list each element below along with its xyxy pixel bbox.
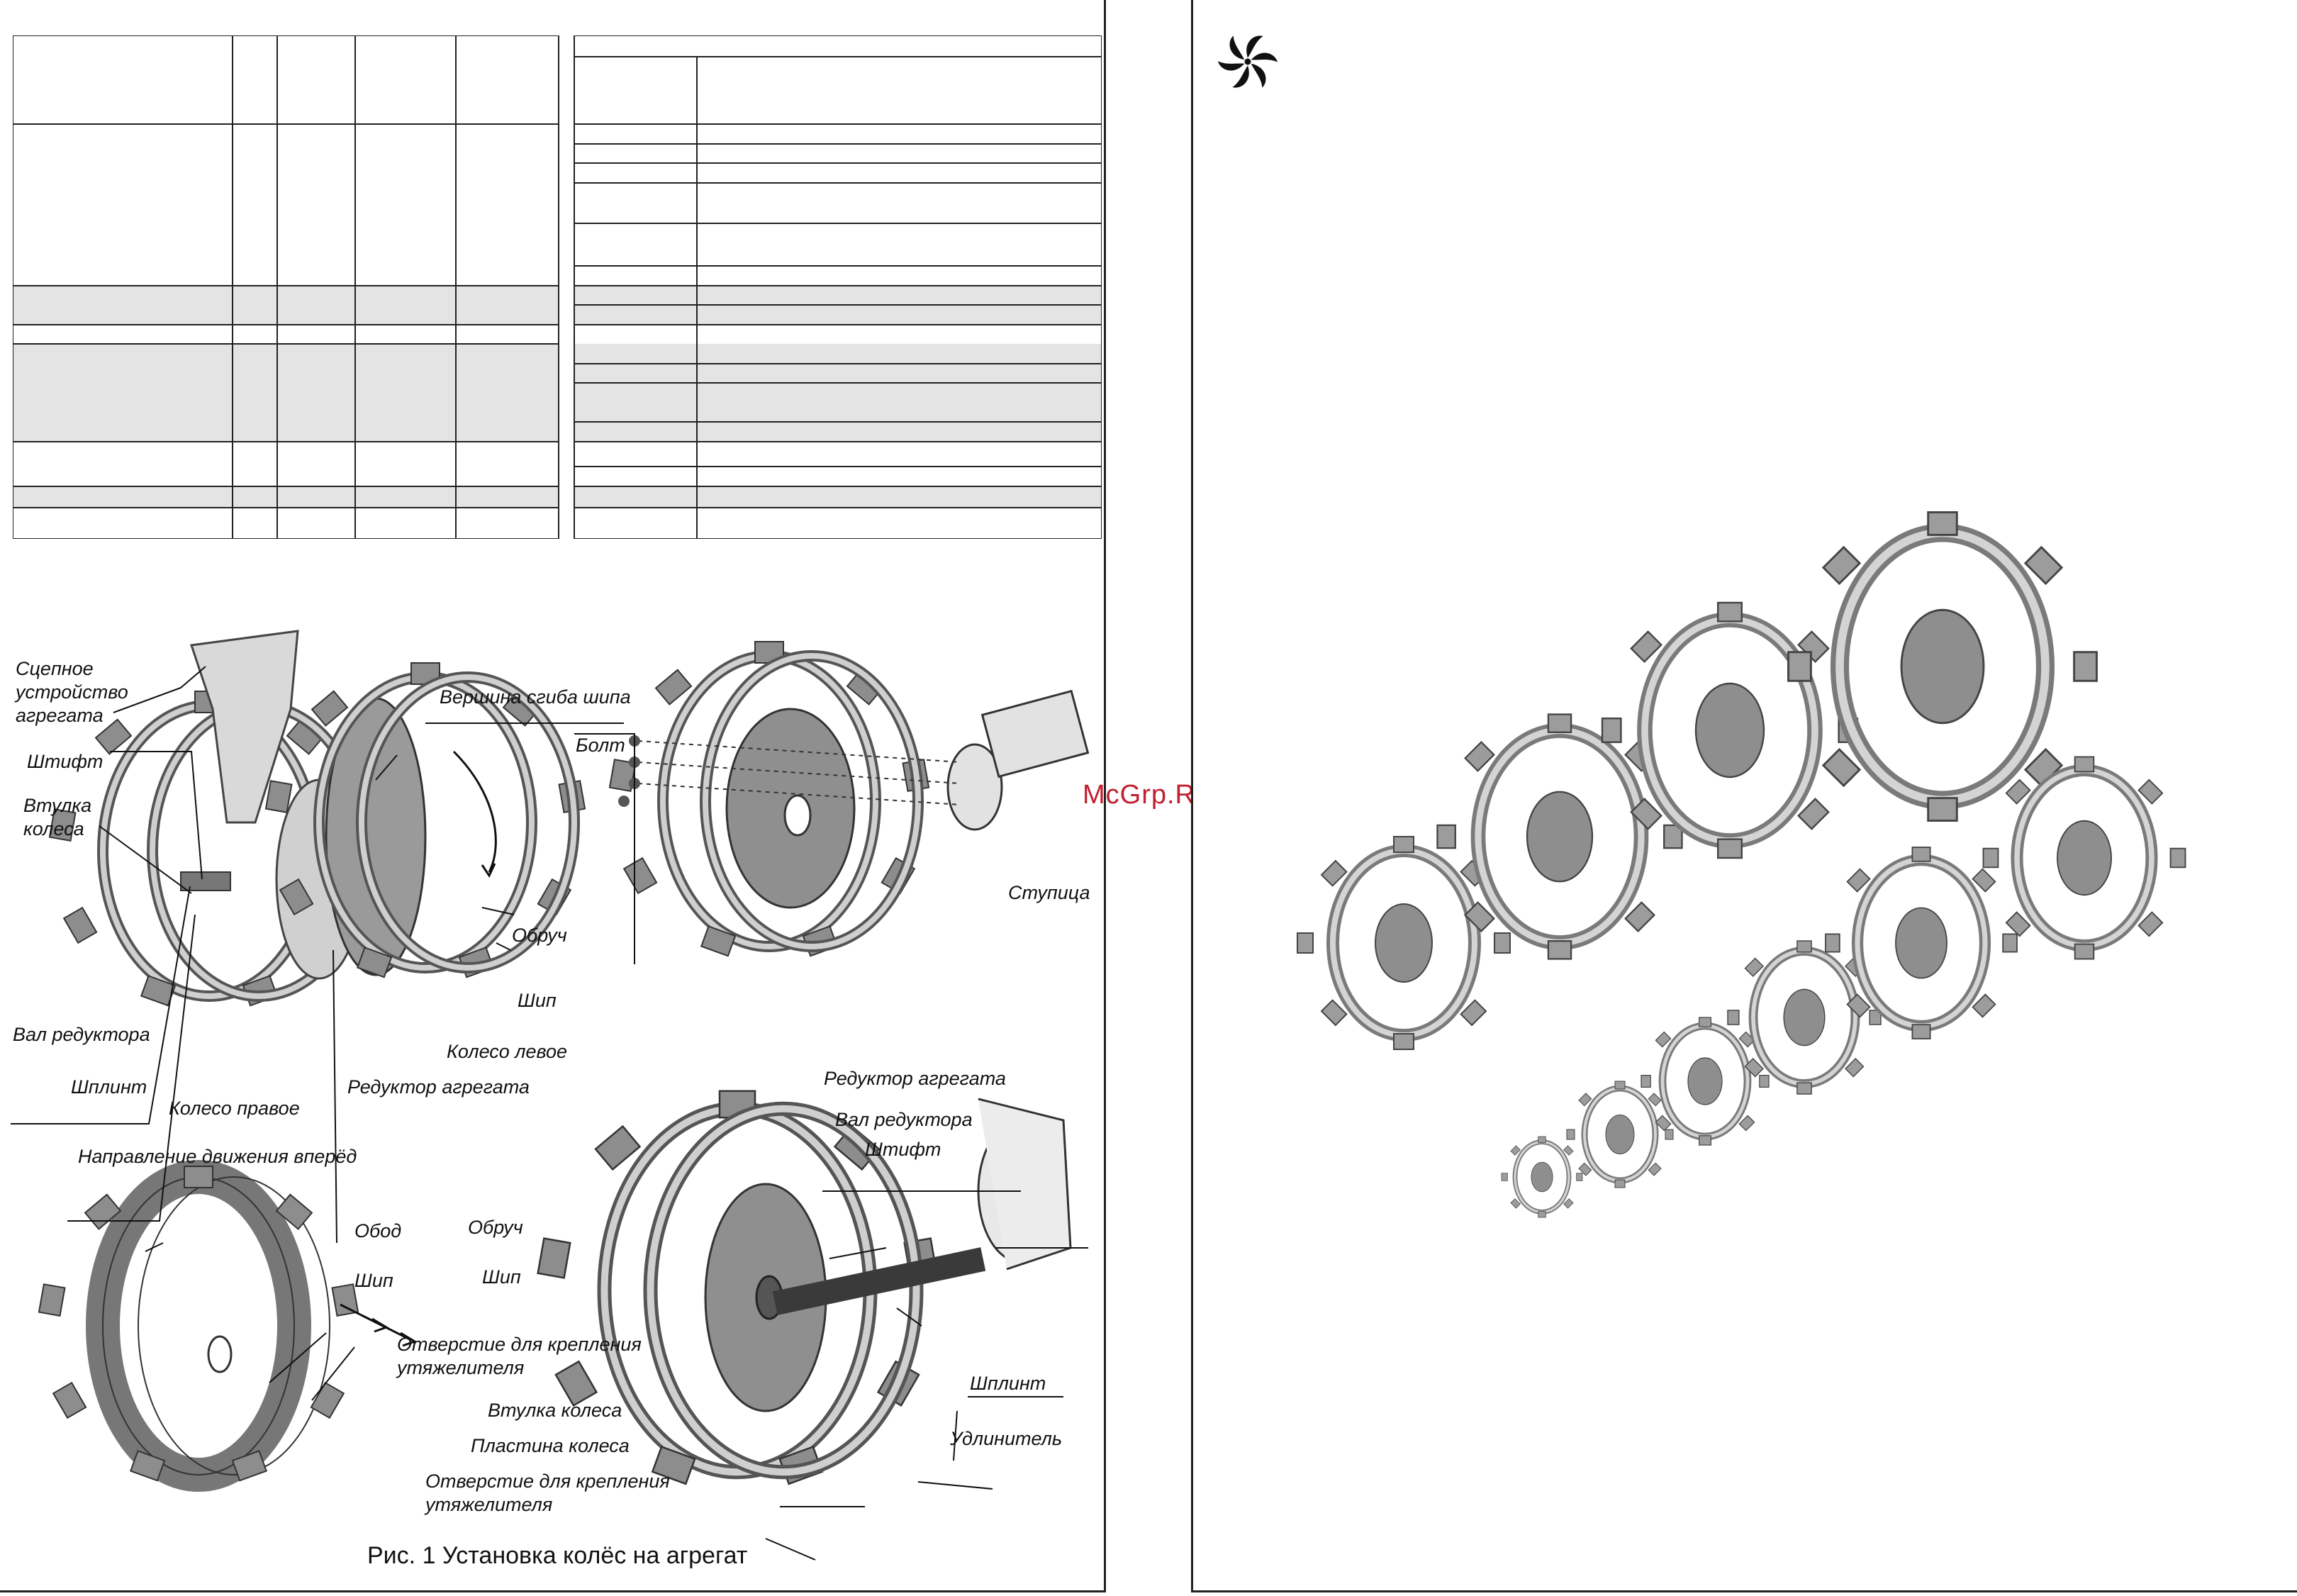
table-row (13, 286, 559, 325)
hub-mount-illustration (608, 641, 1090, 957)
label-bolt: Болт (576, 735, 625, 756)
lineup-wheel (1984, 757, 2186, 959)
spec-table (13, 35, 1102, 539)
lineup-wheel (1789, 513, 2097, 821)
label-wheel-right: Колесо правое (169, 1098, 300, 1119)
label-weight-hole-2a: Отверстие для крепления (425, 1471, 670, 1492)
label-hub-sleeve-top-1: Втулка (23, 795, 91, 816)
label-weight-hole-1a: Отверстие для крепления (397, 1334, 642, 1355)
table-row (13, 486, 559, 508)
wheel-assembly-figure: Сцепное устройство агрегата Штифт Втулка… (0, 610, 1106, 1592)
label-gearbox-bottom: Редуктор агрегата (824, 1068, 1006, 1089)
label-gear-shaft-top: Вал редуктора (13, 1024, 150, 1045)
label-lug-top-bend: Вершина сгиба шипа (440, 686, 631, 708)
label-extension: Удлинитель (949, 1428, 1062, 1449)
lineup-wheel (1641, 1017, 1769, 1145)
label-lug-rim: Шип (354, 1270, 393, 1291)
right-page (1191, 0, 2297, 1592)
label-hoop-bottom: Обруч (468, 1217, 523, 1238)
label-hub-sleeve-bottom: Втулка колеса (488, 1400, 622, 1421)
label-wheel-left: Колесо левое (447, 1041, 567, 1062)
watermark: McGrp.Ru (1083, 780, 1212, 810)
wheel-lineup-illustration (1191, 454, 2297, 1276)
rim-wheel-illustration (38, 1160, 359, 1492)
lineup-wheel (1567, 1081, 1673, 1188)
lineup-wheel (1826, 847, 2017, 1039)
label-pin-top: Штифт (27, 751, 103, 772)
mounted-wheels-illustration (48, 630, 586, 1007)
table-row (574, 486, 1102, 508)
assembly-drawing (11, 630, 1090, 1561)
label-gear-shaft-bottom: Вал редуктора (835, 1109, 973, 1130)
table-row (574, 344, 1102, 442)
table-row (13, 344, 559, 442)
label-lug-bottom: Шип (482, 1266, 521, 1288)
label-direction: Направление движения вперёд (78, 1146, 357, 1167)
label-hub-sleeve-top-2: колеса (23, 818, 84, 839)
label-lug-top: Шип (518, 990, 557, 1011)
left-page: Сцепное устройство агрегата Штифт Втулка… (0, 0, 1106, 1592)
label-rim: Обод (354, 1220, 401, 1241)
label-wheel-plate: Пластина колеса (471, 1435, 630, 1456)
spec-table-grid (13, 35, 1102, 539)
label-hub: Ступица (1008, 882, 1090, 903)
lineup-wheel (1602, 603, 1857, 858)
figure-labels: Сцепное устройство агрегата Штифт Втулка… (13, 658, 1090, 1569)
label-hitch-1: Сцепное (16, 658, 94, 679)
figure-caption: Рис. 1 Установка колёс на агрегат (367, 1542, 747, 1569)
label-cotter-bottom: Шплинт (970, 1373, 1046, 1394)
label-gearbox-top: Редуктор агрегата (347, 1076, 530, 1098)
label-weight-hole-1b: утяжелителя (396, 1357, 524, 1378)
lineup-wheel (1502, 1137, 1582, 1217)
label-hitch-3: агрегата (16, 705, 104, 726)
label-hitch-2: устройство (14, 681, 128, 703)
label-hoop-top: Обруч (512, 925, 567, 946)
pinwheel-logo-icon (1218, 35, 1278, 88)
label-weight-hole-2b: утяжелителя (424, 1494, 552, 1515)
label-cotter-top: Шплинт (71, 1076, 147, 1098)
label-pin-bottom: Штифт (865, 1139, 941, 1160)
